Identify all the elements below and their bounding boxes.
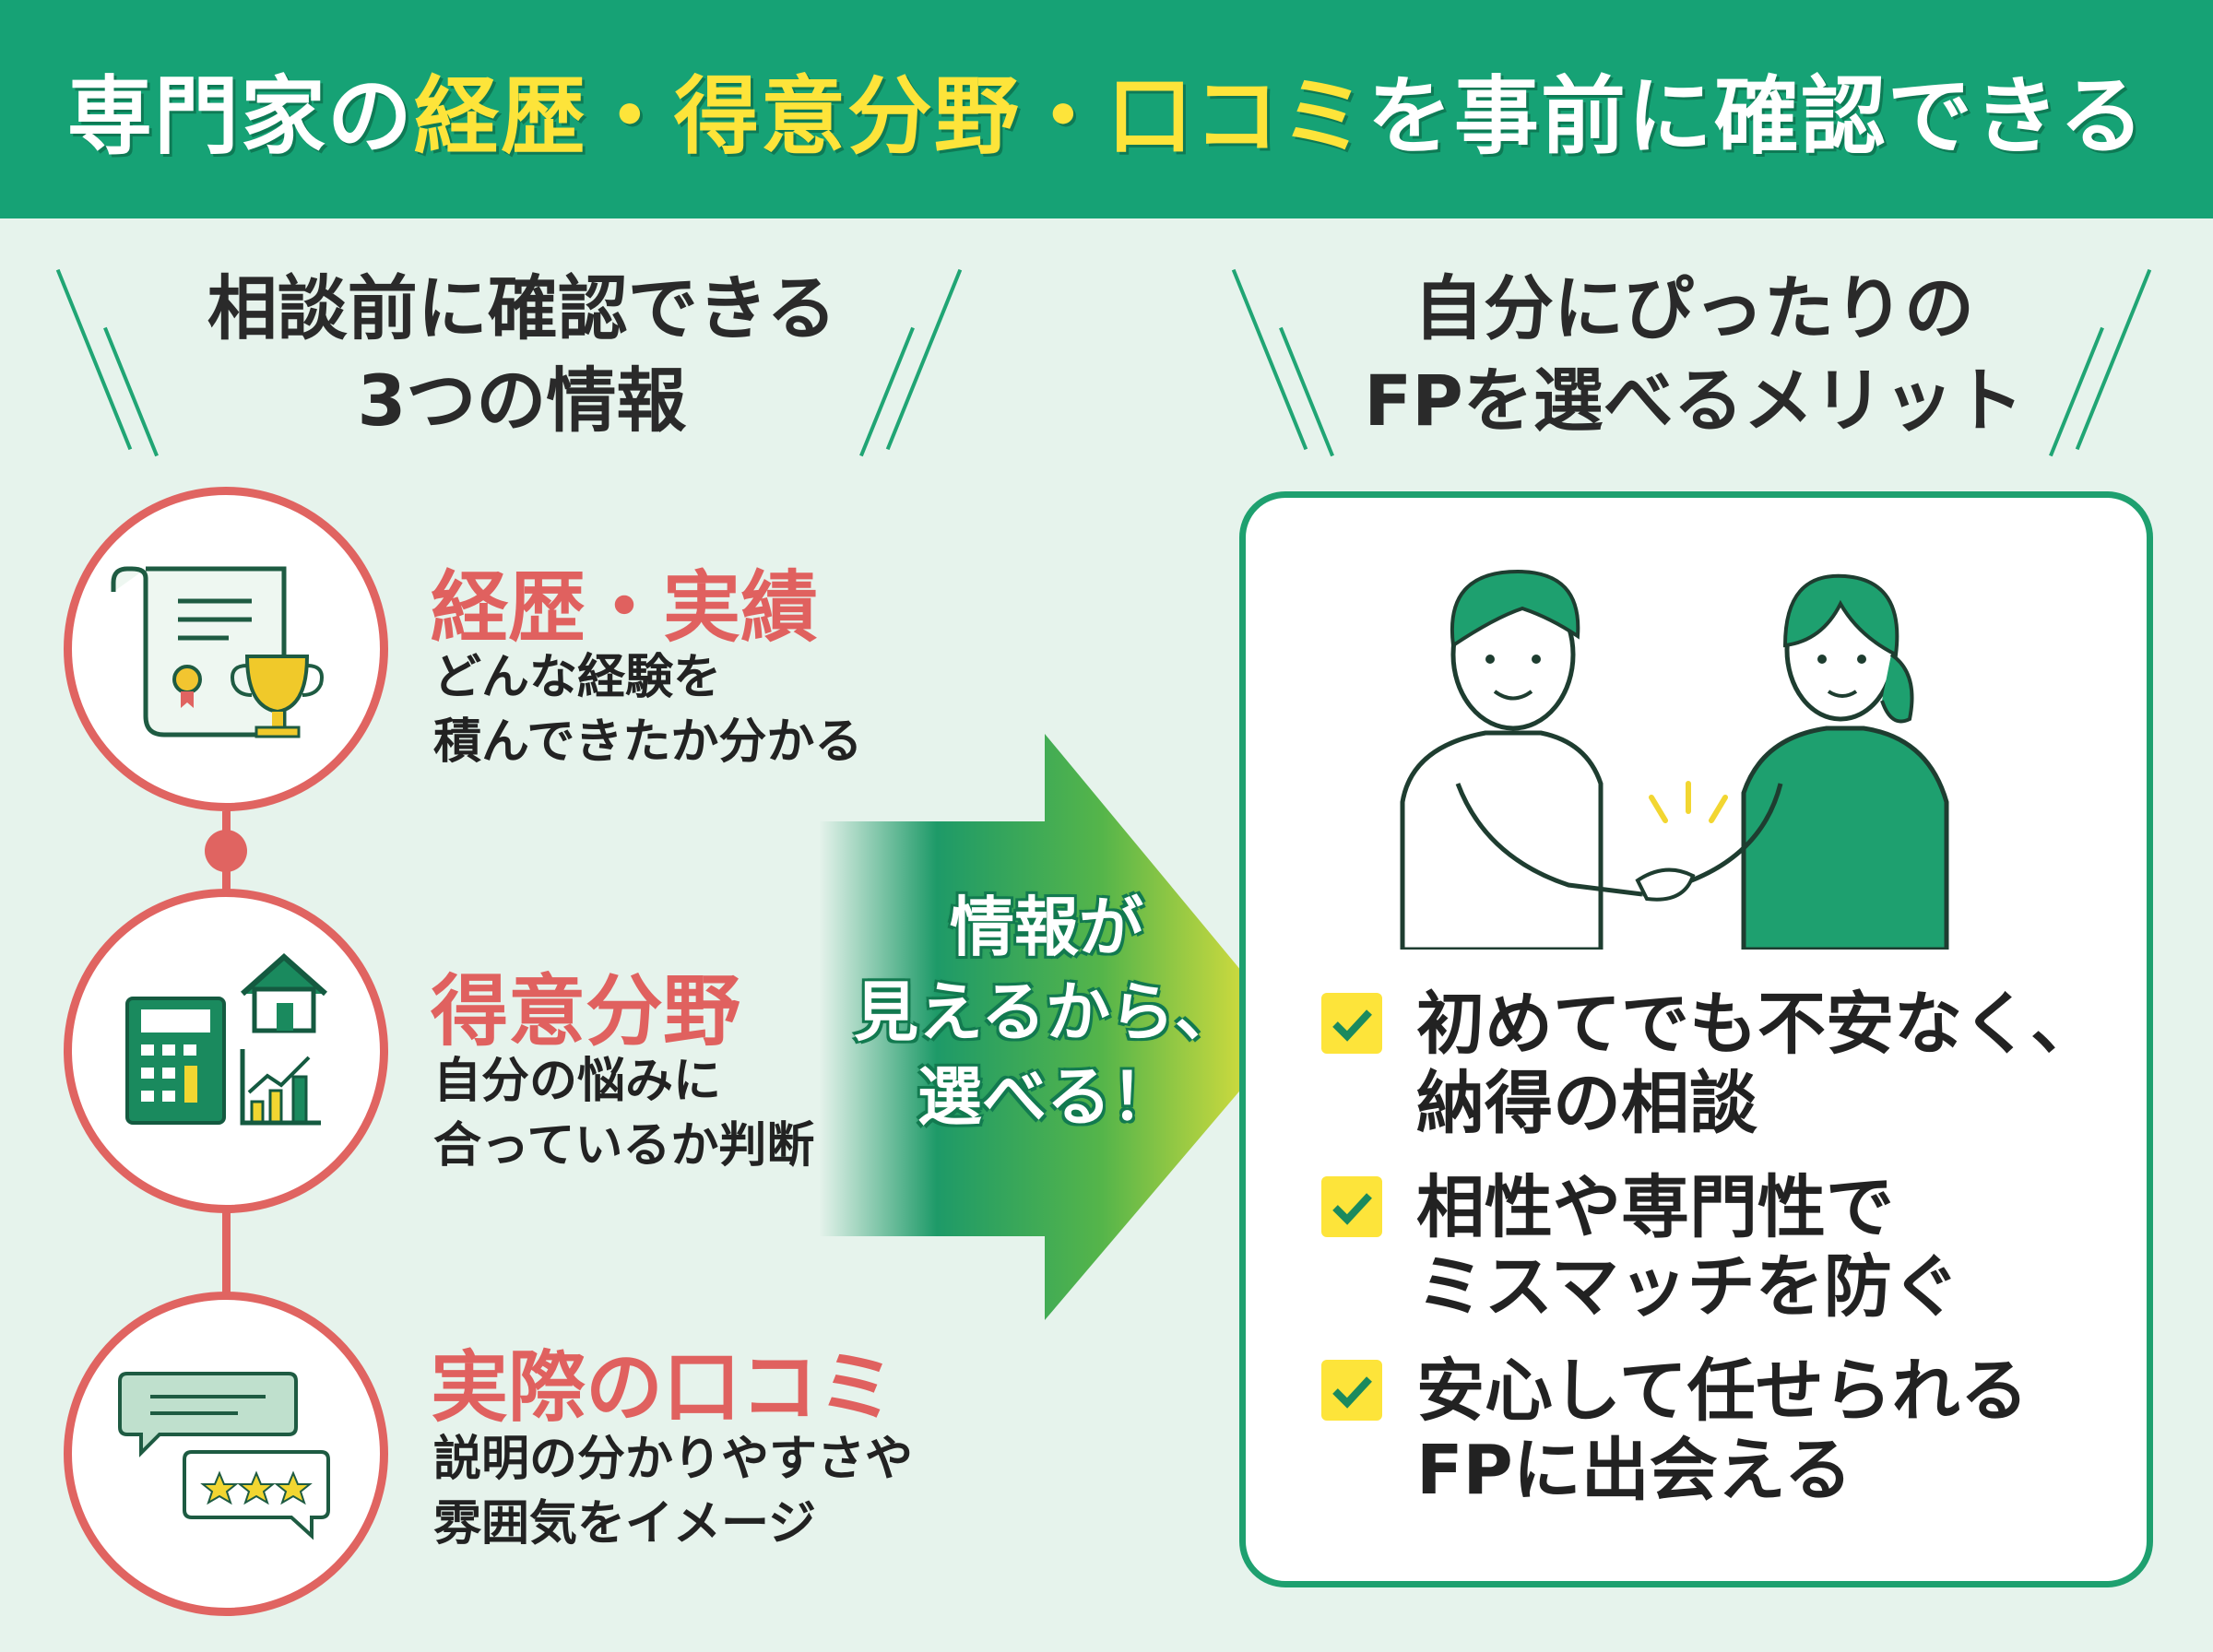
header-banner: 専門家の経歴・得意分野・口コミを事前に確認できる: [0, 0, 2213, 218]
timeline-connector: [222, 1208, 231, 1300]
item-circle-reviews: [64, 1292, 388, 1616]
check-icon: [1332, 1376, 1372, 1409]
handshake-illustration: [1400, 569, 1949, 950]
check-icon: [1332, 1193, 1372, 1225]
item-title: 実際の口コミ: [431, 1342, 896, 1433]
decor-slash: [103, 326, 159, 457]
checkbox-checked: [1321, 1176, 1382, 1237]
checkbox-checked: [1321, 993, 1382, 1054]
certificate-trophy-icon: [111, 566, 324, 738]
decor-slash: [55, 268, 133, 451]
item-description: 説明の分かりやすさや雰囲気をイメージ: [433, 1432, 914, 1552]
check-icon: [1332, 1009, 1372, 1042]
item-description: 自分の悩みに合っているか判断: [433, 1054, 815, 1174]
benefit-text: 相性や専門性でミスマッチを防ぐ: [1416, 1168, 1960, 1327]
page-title: 専門家の経歴・得意分野・口コミを事前に確認できる: [66, 67, 2147, 166]
item-title: 経歴・実績: [431, 562, 819, 653]
arrow-caption: 情報が見えるから、選べる！: [854, 890, 1239, 1135]
benefits-panel: [1239, 491, 2153, 1587]
checkbox-checked: [1321, 1360, 1382, 1421]
item-circle-specialty: [64, 889, 388, 1213]
flow-arrow: [819, 734, 1291, 1320]
item-circle-career: [64, 487, 388, 811]
calculator-house-chart-icon: [125, 952, 327, 1126]
item-title: 得意分野: [431, 966, 741, 1056]
review-bubbles-icon: [118, 1372, 330, 1540]
timeline-dot: [205, 830, 247, 872]
item-description: どんな経験を積んできたか分かる: [433, 650, 863, 770]
decor-slash: [1231, 268, 1308, 451]
benefit-text: 初めてでも不安なく、納得の相談: [1416, 985, 2099, 1143]
